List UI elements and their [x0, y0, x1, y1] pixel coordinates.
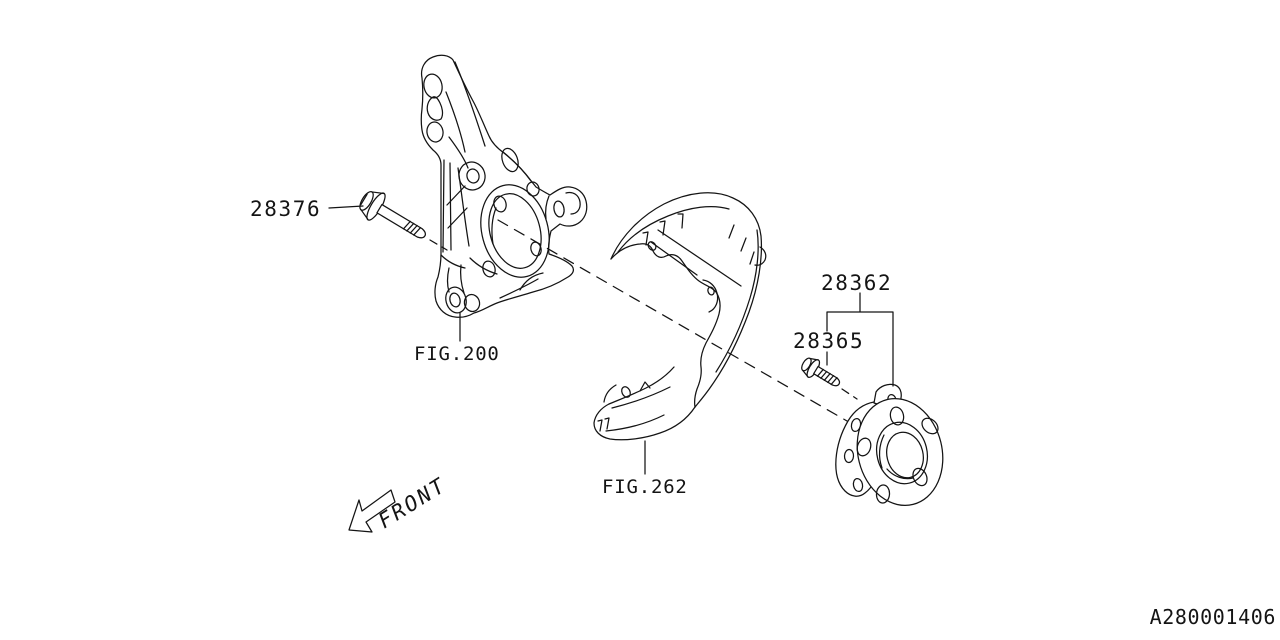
- callout-part-28376[interactable]: 28376: [250, 197, 322, 221]
- callout-fig-200[interactable]: FIG.200: [414, 343, 500, 365]
- hub-center-ring: [875, 421, 929, 485]
- hub-flange: [856, 398, 944, 506]
- knuckle-bore: [488, 193, 542, 269]
- diagram-doc-number: A280001406: [1149, 605, 1276, 629]
- leader-28362-bracket: [826, 292, 894, 387]
- bolt-28365-drawing: [801, 357, 841, 387]
- front-direction-arrow: FRONT: [348, 473, 451, 533]
- bolt-28376-axis: [429, 239, 448, 251]
- knuckle-arm-hole-bottom: [426, 121, 444, 143]
- main-assembly-axis: [497, 219, 848, 422]
- bolt-28365-axis: [841, 388, 858, 400]
- knuckle-arm-kidney-cutout: [426, 96, 444, 121]
- front-arrow-icon: [348, 489, 396, 533]
- leader-28376: [328, 205, 364, 209]
- knuckle-bore-inner-line: [491, 207, 497, 245]
- callout-part-28362[interactable]: 28362: [821, 271, 893, 295]
- hub-bearing-unit-drawing: [835, 383, 944, 506]
- knuckle-upper-boss: [501, 147, 519, 173]
- baffle-plate-drawing: [593, 192, 767, 441]
- steering-knuckle-drawing: [420, 54, 588, 318]
- callout-leader-lines: [328, 205, 894, 475]
- callout-part-28365[interactable]: 28365: [793, 329, 865, 353]
- knuckle-tierod-hole: [553, 200, 565, 218]
- knuckle-strut-boss-inner: [466, 168, 480, 184]
- knuckle-balljoint-inner: [449, 292, 461, 308]
- hub-center-bore: [886, 431, 924, 479]
- callout-fig-262[interactable]: FIG.262: [602, 476, 688, 498]
- assembly-axis-dashed-lines: [429, 219, 858, 422]
- bolt-28376-drawing: [359, 191, 426, 239]
- knuckle-flange: [480, 184, 550, 278]
